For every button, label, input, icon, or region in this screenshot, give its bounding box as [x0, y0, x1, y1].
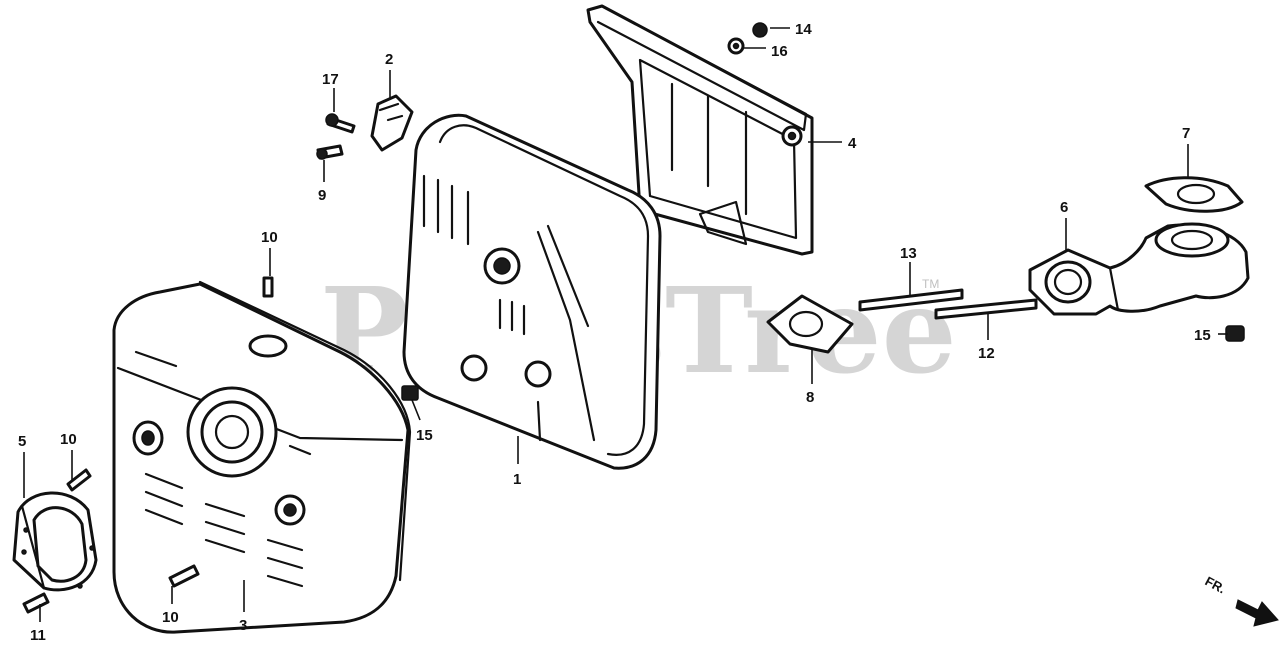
part-stud-12[interactable] [934, 298, 1038, 320]
part-muffler-protector[interactable] [112, 280, 412, 634]
callout-15-center: 15 [416, 427, 433, 444]
part-muffler[interactable] [402, 113, 662, 470]
part-exhaust-pipe[interactable] [1028, 222, 1250, 316]
part-heat-shield[interactable] [586, 4, 814, 256]
leader-lines [23, 27, 1228, 622]
part-stud-13[interactable] [858, 288, 964, 312]
part-exhaust-cap[interactable] [12, 491, 98, 592]
part-bolt-17[interactable] [325, 113, 356, 134]
callout-3: 3 [239, 617, 247, 634]
front-direction-indicator: FR. [1203, 573, 1279, 627]
part-bolt-14[interactable] [752, 22, 768, 38]
callout-1: 1 [513, 471, 521, 488]
callout-10-top: 10 [261, 229, 278, 246]
part-nut-15-right[interactable] [1225, 325, 1245, 342]
callout-12: 12 [978, 345, 995, 362]
part-bolt-9[interactable] [316, 144, 344, 160]
callout-11: 11 [30, 627, 46, 644]
callout-4: 4 [848, 135, 857, 152]
callout-6: 6 [1060, 199, 1068, 216]
part-bolt-10-top[interactable] [262, 276, 274, 298]
callout-17: 17 [322, 71, 339, 88]
callout-9: 9 [318, 187, 326, 204]
callout-7: 7 [1182, 125, 1190, 142]
callout-10-left: 10 [60, 431, 77, 448]
callouts: 1 2 3 4 5 6 7 8 9 10 10 10 11 12 13 14 1… [18, 21, 1211, 644]
part-bolt-11[interactable] [22, 592, 50, 614]
part-washer-16[interactable] [727, 37, 745, 55]
callout-13: 13 [900, 245, 917, 262]
callout-8: 8 [806, 389, 814, 406]
part-bracket[interactable] [370, 94, 414, 152]
callout-2: 2 [385, 51, 393, 68]
part-nut-15-center[interactable] [401, 385, 419, 401]
callout-14: 14 [795, 21, 812, 38]
callout-5: 5 [18, 433, 26, 450]
part-muffler-gasket[interactable] [766, 294, 854, 354]
part-bolt-10-left[interactable] [66, 468, 92, 492]
part-bolt-10-bottom[interactable] [168, 564, 200, 588]
front-arrow-icon [1235, 599, 1279, 627]
watermark-trademark: TM [922, 277, 939, 291]
front-label: FR. [1203, 573, 1229, 596]
callout-10-bottom: 10 [162, 609, 179, 626]
callout-16: 16 [771, 43, 788, 60]
part-pipe-gasket[interactable] [1144, 176, 1244, 213]
callout-15-right: 15 [1194, 327, 1211, 344]
